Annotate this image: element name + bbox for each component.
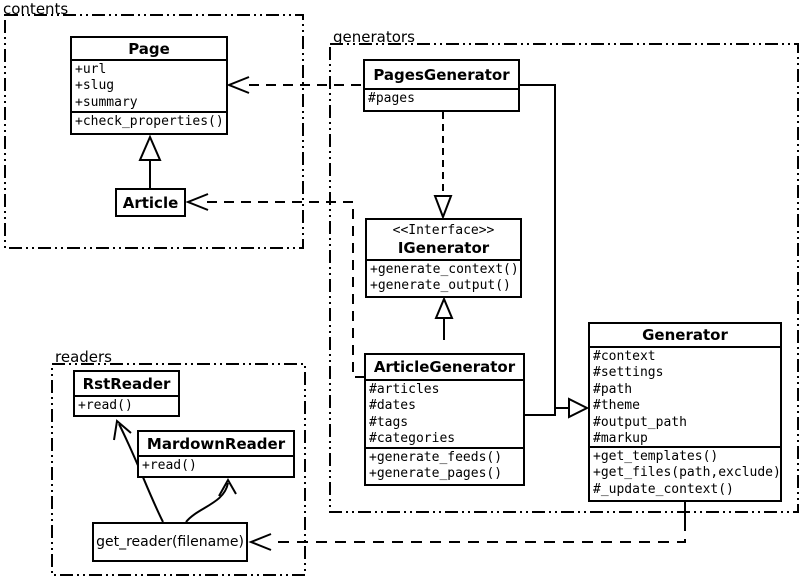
class-title-article: Article: [122, 193, 179, 212]
attribute: +summary: [75, 94, 138, 110]
package-label-contents: contents: [3, 0, 69, 18]
class-box-pagesgenerator: PagesGenerator #pages: [363, 59, 520, 112]
attribute: #settings: [593, 365, 664, 381]
method: +generate_context(): [370, 262, 519, 277]
class-box-rstreader: RstReader +read(): [73, 370, 180, 417]
class-methods-articlegenerator: +generate_feeds() +generate_pages(): [366, 447, 523, 484]
package-border-contents: [4, 14, 304, 249]
class-methods-page: +check_properties(): [72, 111, 226, 133]
class-methods-rstreader: +read(): [75, 395, 178, 415]
attribute: #context: [593, 349, 656, 364]
method: #_update_context(): [593, 481, 734, 497]
attribute: +slug: [75, 78, 115, 94]
package-border-readers: [51, 363, 306, 576]
attribute: #dates: [369, 398, 416, 414]
class-stereotype-igenerator: <<Interface>>: [392, 222, 495, 238]
attribute: #articles: [369, 382, 440, 397]
class-title-pagesgenerator: PagesGenerator: [373, 65, 510, 84]
method: +get_files(path,exclude): [593, 465, 780, 481]
edge-generator-uses-getreader: [248, 502, 686, 551]
method: +read(): [142, 458, 197, 473]
edge-generators-extend-generator: [520, 84, 590, 419]
class-title-page: Page: [128, 39, 170, 58]
attribute: #path: [593, 381, 633, 397]
class-box-generator: Generator #context #settings #path #them…: [588, 322, 782, 502]
class-title-articlegenerator: ArticleGenerator: [373, 358, 516, 376]
attribute: #output_path: [593, 414, 687, 430]
class-methods-igenerator: +generate_context() +generate_output(): [367, 259, 520, 296]
attribute: +url: [75, 62, 107, 77]
method: +read(): [78, 398, 133, 413]
edge-articlegenerator-extends-igenerator: [434, 296, 454, 340]
attribute: #theme: [593, 398, 640, 414]
class-box-igenerator: <<Interface>> IGenerator +generate_conte…: [365, 218, 522, 298]
class-title-igenerator: <<Interface>> IGenerator: [367, 220, 520, 259]
attribute: #categories: [369, 431, 456, 447]
class-attributes-pagesgenerator: #pages: [365, 88, 518, 110]
class-title-generator: Generator: [642, 326, 728, 344]
class-box-mardownreader: MardownReader +read(): [137, 430, 295, 478]
method: +get_templates(): [593, 449, 719, 464]
edge-article-extends-page: [138, 134, 162, 188]
edge-pagesgenerator-implements-igenerator: [433, 112, 453, 220]
attribute: #pages: [368, 91, 415, 106]
class-methods-generator: +get_templates() +get_files(path,exclude…: [590, 446, 780, 500]
function-box-get-reader: get_reader(filename): [92, 522, 248, 562]
method: +generate_output(): [370, 278, 511, 294]
attribute: #markup: [593, 431, 648, 446]
method: +check_properties(): [75, 114, 224, 129]
class-attributes-generator: #context #settings #path #theme #output_…: [590, 346, 780, 446]
class-title-rstreader: RstReader: [82, 374, 171, 393]
package-border-generators: [329, 43, 799, 513]
package-label-readers: readers: [55, 348, 112, 366]
class-box-article: Article: [115, 188, 186, 217]
class-attributes-articlegenerator: #articles #dates #tags #categories: [366, 379, 523, 447]
attribute: #tags: [369, 414, 409, 430]
class-attributes-page: +url +slug +summary: [72, 59, 226, 111]
package-label-generators: generators: [333, 28, 415, 46]
class-title-mardownreader: MardownReader: [146, 434, 286, 453]
class-methods-mardownreader: +read(): [139, 455, 293, 476]
edge-articlegenerator-uses-article: [185, 193, 364, 378]
method: +generate_feeds(): [369, 450, 503, 465]
edge-getreader-to-mardownreader: [185, 477, 237, 523]
class-box-articlegenerator: ArticleGenerator #articles #dates #tags …: [364, 353, 525, 486]
class-name-igenerator: IGenerator: [397, 238, 490, 257]
method: +generate_pages(): [369, 466, 503, 482]
edge-pagesgenerator-uses-page: [226, 76, 363, 94]
class-box-page: Page +url +slug +summary +check_properti…: [70, 36, 228, 135]
